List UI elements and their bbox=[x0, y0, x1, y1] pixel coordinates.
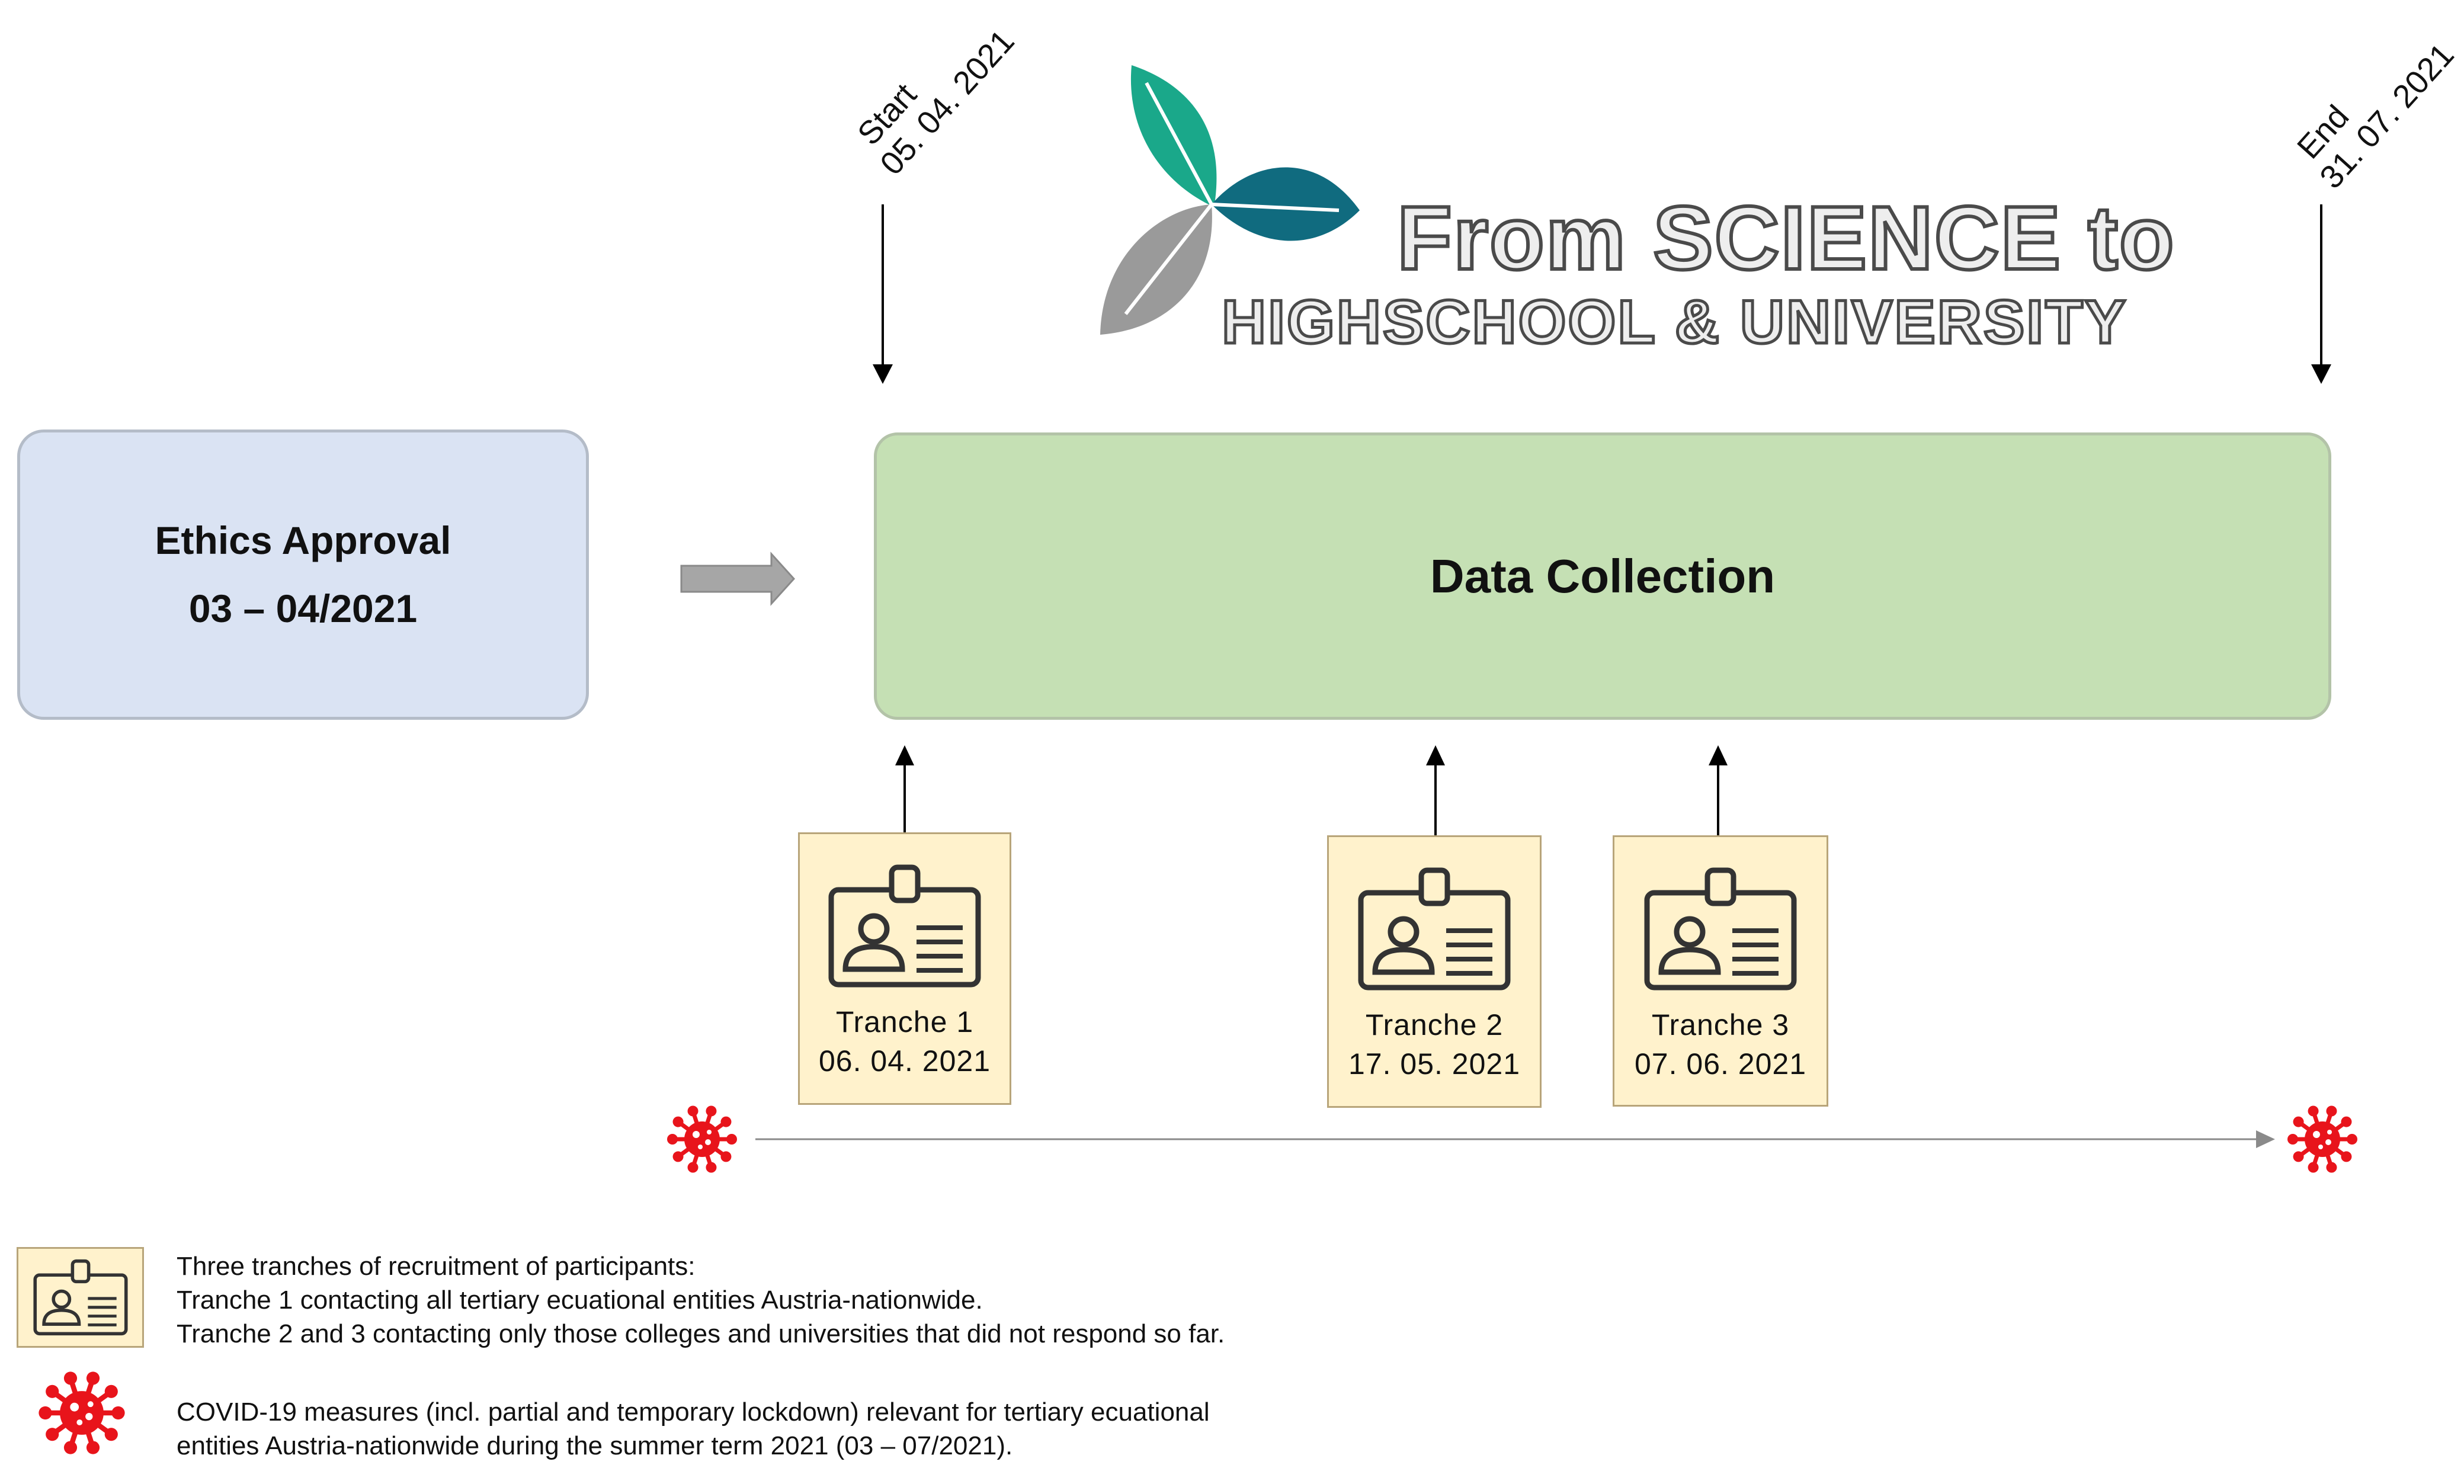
id-badge-icon bbox=[828, 864, 981, 988]
legend-recruitment-line: Three tranches of recruitment of partici… bbox=[177, 1252, 696, 1281]
legend-recruitment-line: Tranche 2 and 3 contacting only those co… bbox=[177, 1319, 1225, 1348]
start-arrow bbox=[873, 204, 893, 384]
legend-covid-line: COVID-19 measures (incl. partial and tem… bbox=[177, 1398, 1210, 1427]
tranche-label: Tranche 3 bbox=[1651, 1008, 1790, 1041]
logo-title-line2: HIGHSCHOOL & UNIVERSITY bbox=[1220, 287, 2128, 358]
data-collection-title: Data Collection bbox=[1430, 549, 1776, 602]
legend-recruitment-line: Tranche 1 contacting all tertiary ecuati… bbox=[177, 1286, 983, 1315]
ethics-approval-box: Ethics Approval 03 – 04/2021 bbox=[17, 430, 589, 720]
tranche-label: Tranche 2 bbox=[1365, 1008, 1504, 1041]
legend: Three tranches of recruitment of partici… bbox=[17, 1247, 1320, 1466]
ethics-title: Ethics Approval bbox=[155, 518, 451, 562]
id-badge-icon bbox=[1358, 867, 1511, 991]
legend-covid-line: entities Austria-nationwide during the s… bbox=[177, 1431, 1013, 1460]
legend-tranche-swatch bbox=[17, 1247, 144, 1348]
legend-covid-text: COVID-19 measures (incl. partial and tem… bbox=[177, 1395, 1210, 1463]
tranche-date: 06. 04. 2021 bbox=[818, 1044, 991, 1078]
covid-virus-icon bbox=[2287, 1105, 2357, 1173]
tranche-card: Tranche 2 17. 05. 2021 bbox=[1327, 835, 1542, 1108]
covid-virus-icon bbox=[39, 1371, 125, 1454]
tranche-3-arrow bbox=[1709, 745, 1728, 835]
id-badge-icon bbox=[1644, 867, 1797, 991]
logo-title-line1: From SCIENCE to bbox=[1395, 186, 2176, 290]
data-collection-box: Data Collection bbox=[874, 432, 2331, 720]
tranche-label: Tranche 1 bbox=[835, 1005, 974, 1039]
tranche-date: 07. 06. 2021 bbox=[1634, 1047, 1807, 1081]
leaf-logo-icon bbox=[1100, 65, 1360, 335]
logo: From SCIENCE to HIGHSCHOOL & UNIVERSITY bbox=[1090, 59, 2176, 367]
covid-virus-icon bbox=[667, 1105, 737, 1173]
tranche-card: Tranche 1 06. 04. 2021 bbox=[798, 832, 1011, 1105]
end-arrow bbox=[2311, 204, 2331, 384]
ethics-period: 03 – 04/2021 bbox=[188, 586, 418, 630]
tranche-1-arrow bbox=[895, 745, 914, 832]
id-badge-icon bbox=[33, 1259, 128, 1336]
tranche-card: Tranche 3 07. 06. 2021 bbox=[1613, 835, 1828, 1107]
tranche-date: 17. 05. 2021 bbox=[1348, 1047, 1521, 1081]
covid-timeline-arrow bbox=[755, 1130, 2275, 1148]
legend-recruitment-text: Three tranches of recruitment of partici… bbox=[177, 1249, 1225, 1351]
flow-arrow bbox=[680, 552, 796, 606]
tranche-2-arrow bbox=[1426, 745, 1445, 835]
